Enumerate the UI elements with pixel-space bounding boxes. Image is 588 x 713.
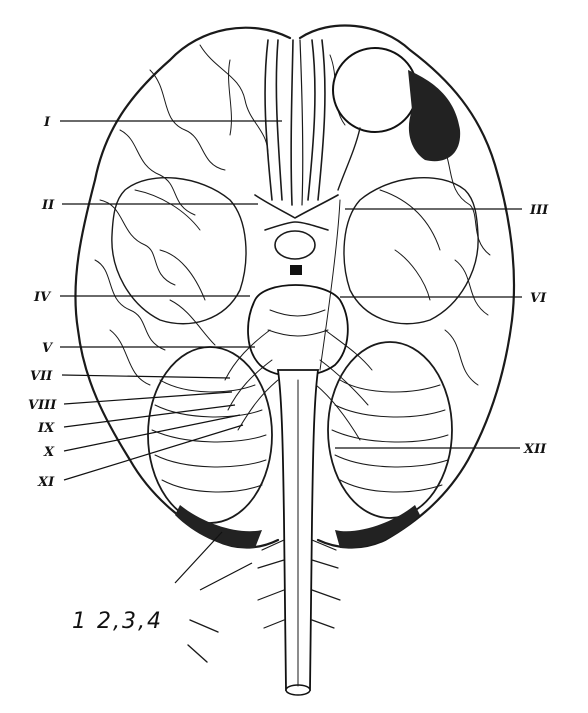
leader-lines xyxy=(60,120,522,591)
label-II: II xyxy=(41,198,55,213)
label-V: V xyxy=(42,341,54,356)
leader-IX xyxy=(63,404,236,428)
leader-VIII xyxy=(63,391,233,405)
optic-chiasm xyxy=(254,194,339,260)
label-VII: VII xyxy=(30,369,53,384)
olfactory-tracts xyxy=(264,39,326,201)
label-I: I xyxy=(43,115,51,130)
leader-note-b xyxy=(199,562,253,591)
spinal-cord xyxy=(257,369,341,696)
label-XI: XI xyxy=(37,475,55,490)
cranial-nerves xyxy=(224,199,373,441)
leader-X xyxy=(63,414,241,452)
label-III: III xyxy=(529,203,549,218)
label-VI: VI xyxy=(530,291,547,306)
leader-note-a xyxy=(174,531,223,584)
nerve-labels: I II III IV V VI VII VIII IX X XI XII xyxy=(28,115,549,490)
pen-stroke-2 xyxy=(187,644,208,663)
pen-stroke-1 xyxy=(189,619,219,633)
temporal-lobes xyxy=(111,176,479,325)
cerebellum-shading-left xyxy=(175,505,262,549)
label-VIII: VIII xyxy=(28,398,57,413)
cerebellum-shading-right xyxy=(335,505,420,549)
pons xyxy=(247,265,349,378)
leader-XI xyxy=(63,424,244,481)
leader-VII xyxy=(61,374,231,379)
label-X: X xyxy=(43,445,55,460)
label-IX: IX xyxy=(37,421,55,436)
eyeball xyxy=(332,47,461,191)
label-XII: XII xyxy=(523,442,547,457)
handwritten-note: 1 2,3,4 xyxy=(72,609,163,634)
label-IV: IV xyxy=(33,290,52,305)
